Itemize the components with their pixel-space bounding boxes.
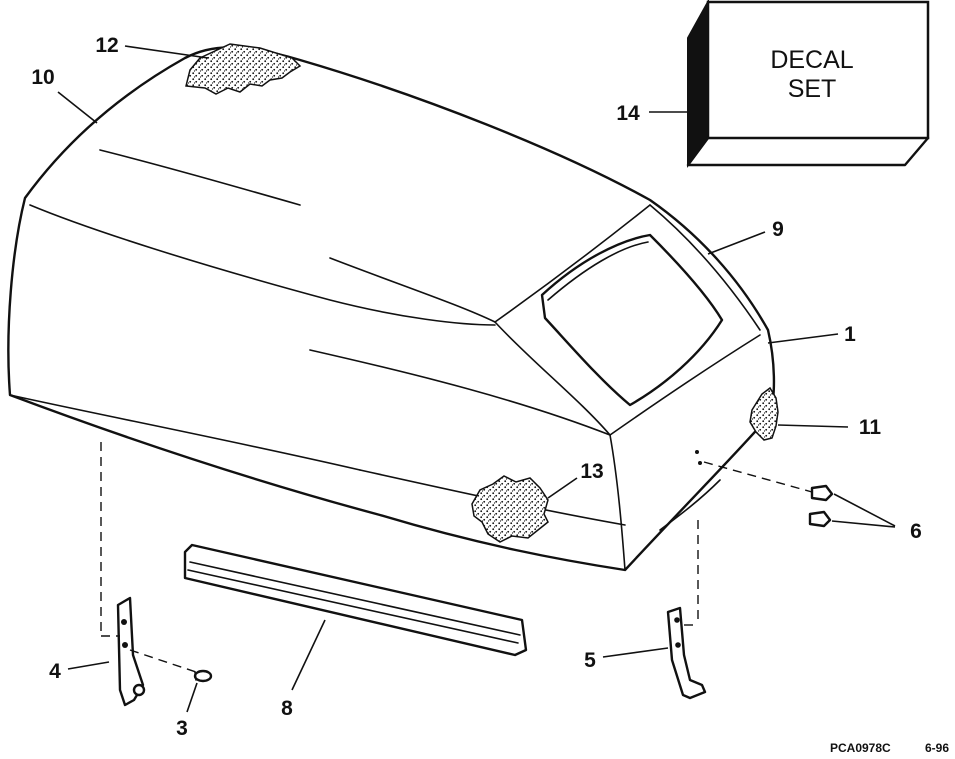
decal-patch-12 <box>185 43 302 95</box>
decal-set-box: DECAL SET <box>686 0 930 169</box>
callout-14: 14 <box>616 102 640 125</box>
decal-patch-13 <box>471 475 549 543</box>
assembly-dashed-lines <box>100 442 813 673</box>
callout-3: 3 <box>176 717 188 740</box>
decal-patch-11 <box>749 386 779 441</box>
leader-lines <box>57 45 896 713</box>
screw-3 <box>193 669 213 683</box>
bracket-left <box>116 596 146 707</box>
decal-label-line2: SET <box>788 75 837 103</box>
bracket-right <box>666 606 707 700</box>
callout-13: 13 <box>580 460 603 483</box>
figure-date: 6-96 <box>925 741 949 755</box>
callout-4: 4 <box>49 660 61 683</box>
motor-cover <box>7 46 776 572</box>
figure-footer: PCA0978C 6-96 <box>830 741 949 755</box>
callout-11: 11 <box>859 416 882 439</box>
callout-8: 8 <box>281 697 293 720</box>
callout-12: 12 <box>95 34 118 57</box>
callout-10: 10 <box>31 66 54 89</box>
callout-1: 1 <box>844 323 856 346</box>
decal-label-line1: DECAL <box>770 46 853 74</box>
callout-5: 5 <box>584 649 596 672</box>
callout-6: 6 <box>910 520 922 543</box>
figure-code: PCA0978C <box>830 741 891 755</box>
callout-numbers: 1 3 4 5 6 8 9 10 11 12 13 14 <box>31 34 922 740</box>
seal-strip <box>183 543 528 657</box>
callout-9: 9 <box>772 218 784 241</box>
screws-6 <box>808 484 834 528</box>
